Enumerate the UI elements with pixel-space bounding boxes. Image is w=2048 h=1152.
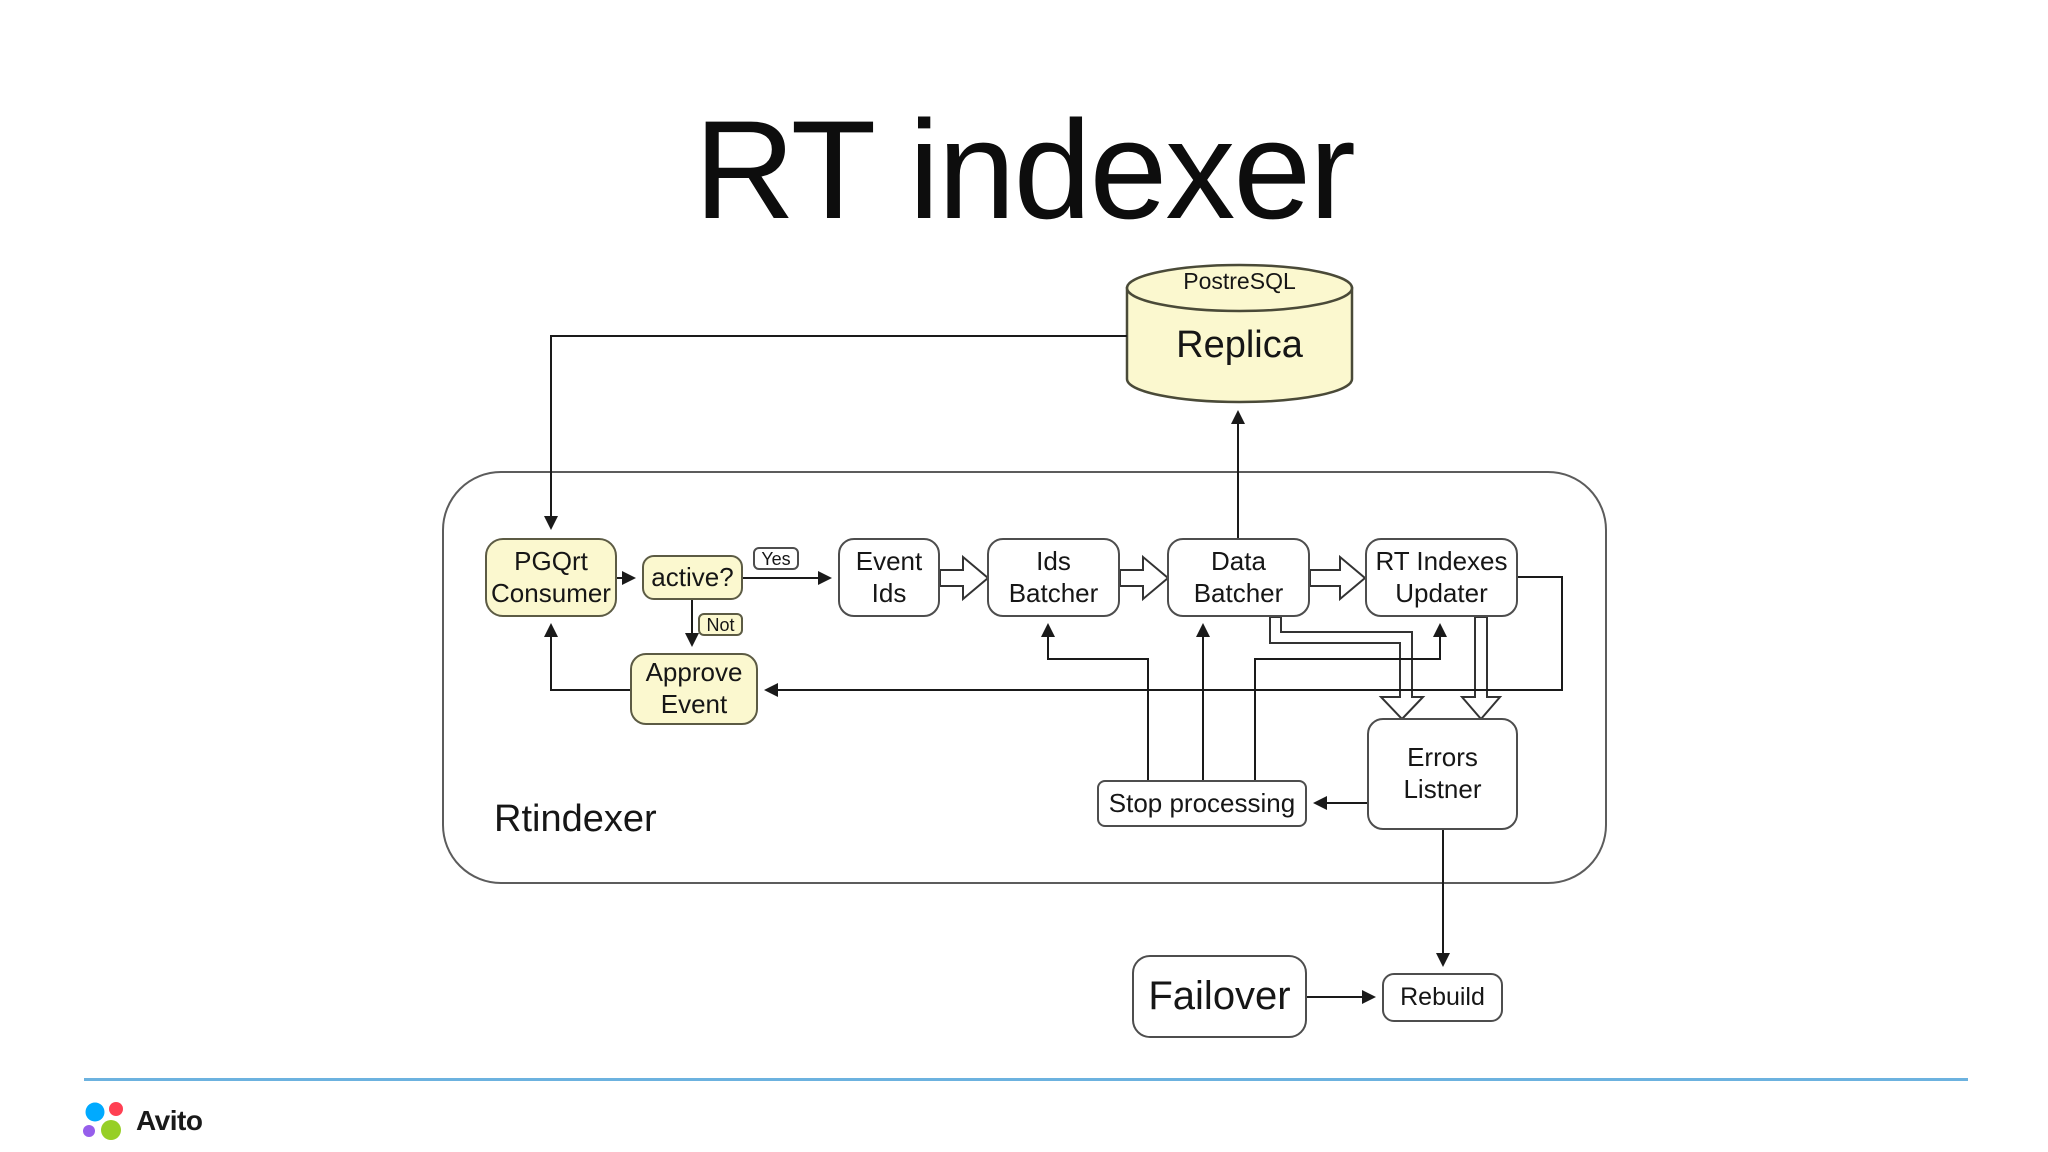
avito-dot-green [101,1120,121,1140]
node-approve-event: Approve Event [630,653,758,725]
database-cylinder [1125,263,1354,404]
node-rt-indexes-updater: RT Indexes Updater [1365,538,1518,617]
thin-connectors [544,335,1563,1004]
avito-logo-icon [83,1102,123,1140]
page-title: RT indexer [694,91,1356,248]
block-arrow-eventids-to-idsbatcher [939,554,990,602]
edge-rtupdater-to-approve [764,576,1563,697]
avito-dot-purple [83,1125,95,1137]
node-active-check: active? [642,555,743,600]
node-rebuild: Rebuild [1382,973,1503,1022]
node-failover: Failover [1132,955,1307,1038]
block-arrow-idsbatcher-to-databatcher [1119,554,1170,602]
edge-label-not: Not [698,613,743,636]
edge-label-yes: Yes [753,547,799,570]
node-event-ids: Event Ids [838,538,940,617]
edge-approve-to-pgqrt [544,623,630,691]
node-ids-batcher: Ids Batcher [987,538,1120,617]
node-stop-processing: Stop processing [1097,780,1307,827]
node-pgqrt-consumer: PGQrt Consumer [485,538,617,617]
footer-divider-line [84,1078,1968,1081]
pipeline-block-arrows [939,554,1503,721]
hollow-arrow-rtupdater-to-errors [1459,616,1503,721]
block-arrow-databatcher-to-rtupdater [1309,554,1367,602]
rtindexer-container-label: Rtindexer [494,798,657,840]
avito-dot-blue [85,1102,105,1122]
rtindexer-container-outline [442,471,1607,884]
edge-stop-to-idsbatcher [1041,623,1149,780]
node-data-batcher: Data Batcher [1167,538,1310,617]
avito-logo-text: Avito [136,1105,203,1136]
edge-stop-to-rtupdater [1254,623,1447,780]
edge-replica-to-pgqrt [544,335,1127,530]
hollow-arrow-databatcher-to-errors [1269,616,1426,721]
database-engine-label: PostreSQL [1183,268,1296,294]
node-errors-listner: Errors Listner [1367,718,1518,830]
database-name-label: Replica [1176,324,1303,366]
avito-logo: Avito [74,1096,203,1146]
avito-dot-red [109,1102,123,1116]
